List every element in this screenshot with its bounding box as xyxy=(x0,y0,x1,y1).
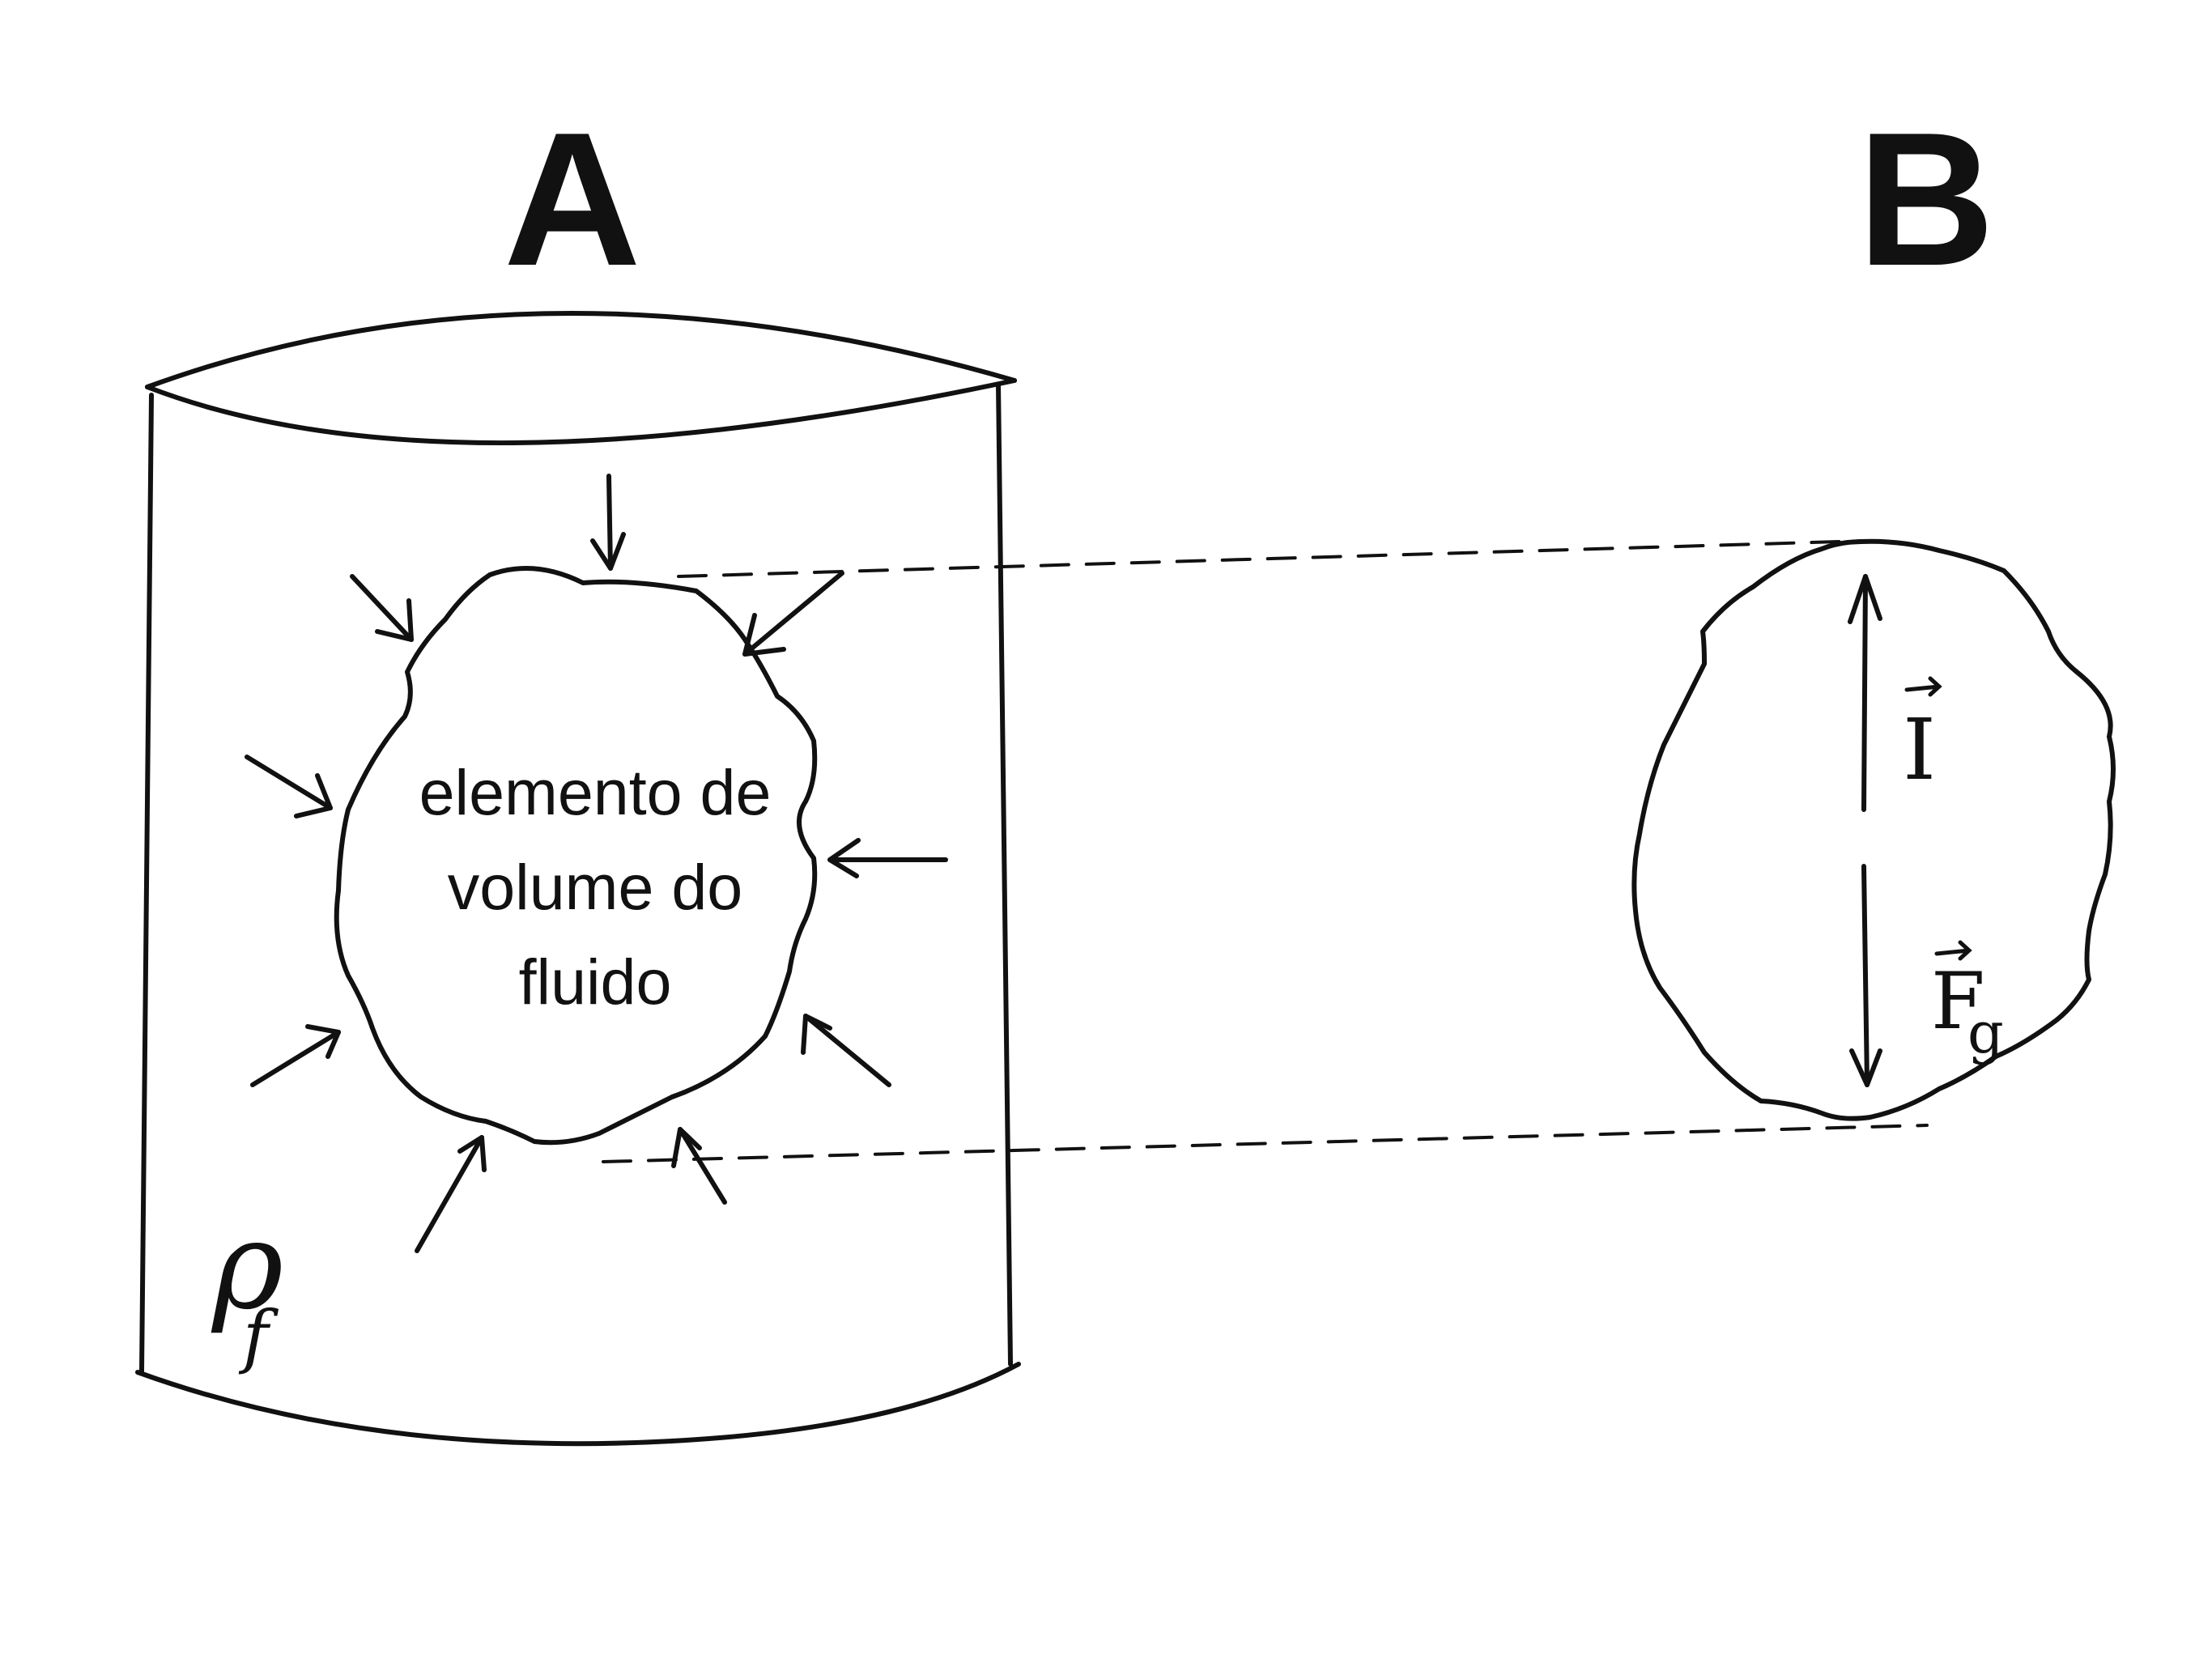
pressure-arrow xyxy=(245,755,333,818)
projection-line-top xyxy=(677,539,1868,578)
container-left-wall xyxy=(139,393,154,1375)
buoyancy-label: I xyxy=(1903,676,1942,799)
weight-symbol: F xyxy=(1931,956,1985,1047)
free-body-element-outline xyxy=(1631,538,2116,1121)
fluid-element-label-line: elemento de xyxy=(419,756,772,828)
fluid-element-label-line: fluido xyxy=(518,946,672,1018)
buoyancy-force-arrow xyxy=(1848,574,1882,812)
weight-force-arrow xyxy=(1849,864,1882,1087)
buoyancy-symbol: I xyxy=(1903,700,1936,799)
pressure-arrow xyxy=(801,1014,891,1087)
container-top-ellipse-front xyxy=(145,378,1017,445)
pressure-arrow xyxy=(250,1024,341,1087)
pressure-arrow xyxy=(827,838,948,878)
fluid-container xyxy=(135,311,1021,1447)
density-symbol-base: ρ xyxy=(211,1196,283,1337)
pressure-arrows xyxy=(245,474,948,1253)
projection-line-bottom xyxy=(602,1124,1929,1163)
container-right-wall xyxy=(996,382,1013,1367)
density-symbol: ρ f xyxy=(211,1196,283,1377)
weight-label: F g xyxy=(1931,940,2004,1066)
container-bottom-ellipse xyxy=(135,1362,1021,1447)
projection-lines xyxy=(602,539,1929,1163)
pressure-arrow xyxy=(671,1127,727,1205)
panel-label-a: A xyxy=(504,92,641,305)
container-top-ellipse xyxy=(145,311,1017,389)
pressure-arrow xyxy=(590,474,626,571)
pressure-arrow xyxy=(415,1135,487,1253)
panel-label-b: B xyxy=(1857,92,1995,305)
fluid-element-outline xyxy=(334,566,818,1146)
weight-subscript: g xyxy=(1967,1000,2004,1066)
fluid-element-label: elemento de volume do fluido xyxy=(340,745,850,1029)
pressure-arrow xyxy=(350,574,414,642)
fluid-element-label-line: volume do xyxy=(447,851,743,923)
pressure-arrow xyxy=(742,571,844,657)
